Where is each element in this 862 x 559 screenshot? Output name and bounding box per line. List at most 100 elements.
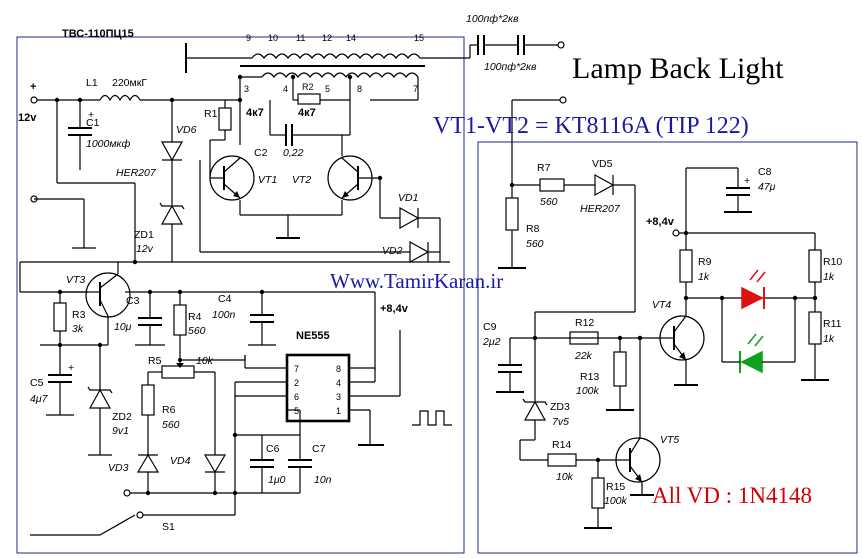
svg-text:R9: R9 <box>698 256 712 268</box>
diode-vd4: VD4 <box>170 454 227 493</box>
hv-capacitors: 100пф*2кв 100пф*2кв <box>466 13 565 73</box>
svg-text:VD4: VD4 <box>170 455 191 467</box>
right-frame <box>477 141 858 554</box>
svg-text:9: 9 <box>246 33 251 43</box>
resistor-r1: R1 <box>204 100 232 140</box>
svg-text:VT1: VT1 <box>258 174 277 186</box>
svg-text:100пф*2кв: 100пф*2кв <box>484 61 537 73</box>
svg-text:560: 560 <box>188 325 206 337</box>
svg-text:10: 10 <box>268 33 278 43</box>
svg-text:220мкГ: 220мкГ <box>112 77 147 89</box>
diode-vd2: VD2 <box>382 240 440 264</box>
svg-text:22k: 22k <box>574 350 593 362</box>
svg-text:VT2: VT2 <box>292 174 311 186</box>
svg-text:3: 3 <box>336 392 341 402</box>
capacitor-c1: C1 1000мкф + <box>68 100 131 170</box>
svg-text:VD3: VD3 <box>108 462 129 474</box>
svg-text:10μ: 10μ <box>114 321 132 333</box>
inductor-l1: L1 220мкГ <box>86 77 147 102</box>
resistor-r8: R8 560 <box>498 185 544 269</box>
svg-text:1k: 1k <box>698 271 710 283</box>
diode-vd5: VD5 HER207 <box>580 158 635 215</box>
svg-text:1k: 1k <box>823 333 835 345</box>
svg-text:R13: R13 <box>580 371 599 383</box>
potentiometer-r5: R5 10k <box>148 355 215 379</box>
svg-text:15: 15 <box>414 33 424 43</box>
resistor-r3: R3 3k <box>53 292 86 345</box>
svg-text:6: 6 <box>294 392 299 402</box>
svg-text:R4: R4 <box>188 311 202 323</box>
resistor-r14: R14 10k <box>519 439 622 483</box>
diode-vd6: VD6 HER207 <box>116 100 197 205</box>
svg-text:4к7: 4к7 <box>298 107 316 119</box>
svg-text:R7: R7 <box>537 162 551 174</box>
svg-text:R15: R15 <box>606 481 625 493</box>
resistor-r7: R7 560 <box>512 162 595 208</box>
svg-text:+: + <box>68 362 74 374</box>
resistor-r11: R11 1k <box>801 298 842 381</box>
svg-text:100n: 100n <box>212 309 236 321</box>
svg-text:7: 7 <box>413 84 418 94</box>
capacitor-c6: C6 1μ0 <box>250 435 286 493</box>
led-red <box>741 269 766 310</box>
switch-s1[interactable]: S1 <box>30 511 235 536</box>
svg-text:HER207: HER207 <box>580 203 621 215</box>
svg-text:7: 7 <box>294 364 299 374</box>
svg-text:100пф*2кв: 100пф*2кв <box>466 13 519 25</box>
resistor-r4: R4 560 <box>173 292 206 360</box>
svg-text:R11: R11 <box>823 318 842 330</box>
square-wave-icon <box>412 410 452 426</box>
svg-text:C9: C9 <box>483 321 497 333</box>
svg-text:560: 560 <box>540 196 558 208</box>
svg-text:1000мкф: 1000мкф <box>86 138 131 150</box>
svg-text:2μ2: 2μ2 <box>482 336 501 348</box>
svg-text:VT4: VT4 <box>652 299 671 311</box>
svg-text:4к7: 4к7 <box>246 107 264 119</box>
svg-text:12: 12 <box>322 33 332 43</box>
svg-text:R1: R1 <box>204 108 218 120</box>
svg-text:7v5: 7v5 <box>552 416 569 428</box>
svg-text:R3: R3 <box>72 309 86 321</box>
capacitor-c2: C2 0,22 <box>254 100 350 159</box>
svg-text:11: 11 <box>296 33 305 43</box>
svg-text:R12: R12 <box>575 317 594 329</box>
resistor-r2: R2 4к7 <box>292 77 351 135</box>
svg-text:5: 5 <box>294 406 299 416</box>
svg-text:560: 560 <box>526 238 544 250</box>
svg-text:10k: 10k <box>556 471 574 483</box>
left-frame <box>16 36 465 554</box>
svg-text:C2: C2 <box>254 147 268 159</box>
transistor-vt4: VT4 <box>652 299 705 361</box>
svg-text:4μ7: 4μ7 <box>30 393 49 405</box>
svg-text:ZD1: ZD1 <box>134 229 154 241</box>
svg-text:12v: 12v <box>136 243 154 255</box>
svg-text:VD1: VD1 <box>398 192 418 204</box>
svg-text:C6: C6 <box>266 443 280 455</box>
svg-text:0,22: 0,22 <box>283 147 304 159</box>
svg-text:4: 4 <box>336 378 341 388</box>
svg-text:R8: R8 <box>526 223 540 235</box>
svg-text:R2: R2 <box>302 82 314 92</box>
svg-text:47μ: 47μ <box>758 181 776 193</box>
svg-text:C8: C8 <box>758 166 772 178</box>
svg-text:R10: R10 <box>823 256 842 268</box>
svg-text:C1: C1 <box>86 117 100 129</box>
capacitor-c7: C7 10n <box>288 435 332 493</box>
transistor-vt5: VT5 <box>615 434 679 483</box>
svg-text:HER207: HER207 <box>116 167 157 179</box>
supply-terminal <box>30 96 38 104</box>
capacitor-c9: C9 2μ2 <box>482 321 524 393</box>
svg-text:+: + <box>88 109 94 121</box>
svg-text:+: + <box>744 175 750 187</box>
website-label: Www.TamirKaran.ir <box>330 269 503 293</box>
svg-text:R14: R14 <box>552 439 571 451</box>
diode-vd1: VD1 <box>398 192 440 230</box>
svg-text:560: 560 <box>162 419 180 431</box>
resistor-r15: R15 100k <box>584 460 628 529</box>
svg-text:R6: R6 <box>162 404 176 416</box>
svg-text:9v1: 9v1 <box>112 425 129 437</box>
svg-text:C4: C4 <box>218 293 232 305</box>
svg-text:100k: 100k <box>604 495 628 507</box>
